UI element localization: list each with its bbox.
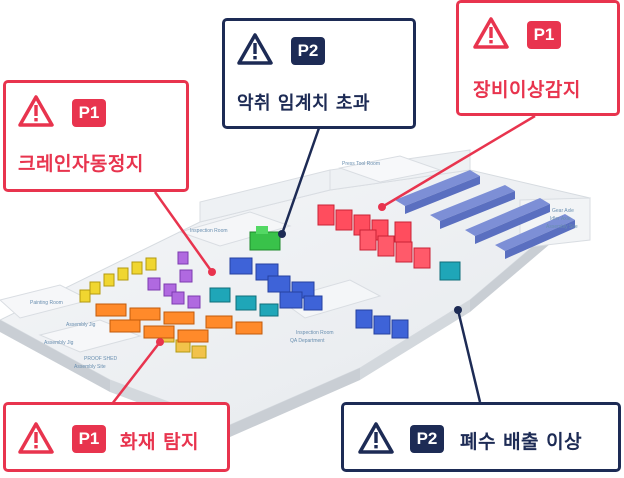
yellow-machines [79,257,207,359]
alert-label: 화재 탐지 [120,431,200,453]
red-machine-row [317,204,431,269]
priority-badge: P2 [291,37,325,65]
alert-card-equipment-anomaly[interactable]: P1 장비이상감지 [456,0,620,116]
zone-label-gear-axle: Gear Axle [552,208,574,214]
warning-triangle-icon [358,422,394,454]
zone-label-proof-shed: PROOF SHED [84,356,118,362]
alert-label: 폐수 배출 이상 [460,431,583,453]
zone-label-qa-department: QA Department [290,338,325,344]
zone-label-press-tool: Press Tool Room [342,161,380,167]
orange-machines [95,303,263,343]
alert-card-wastewater-anomaly[interactable]: P2 폐수 배출 이상 [341,402,621,472]
zone-label-inspection: Inspection Room [190,228,228,234]
alert-label: 악취 임계치 초과 [237,93,370,114]
zone-label-assembly-jig-2: Assembly Jig [44,340,74,346]
alert-card-fire-detection[interactable]: P1 화재 탐지 [3,402,230,472]
warning-triangle-icon [18,95,54,127]
walls [0,149,591,353]
zone-label-idler-axle: Idler Axle [550,216,571,222]
teal-machines [209,261,461,317]
alert-card-crane-stop[interactable]: P1 크레인자동정지 [3,80,189,192]
zone-label-inspection-qa: Inspection Room [296,330,334,336]
green-machine [249,226,281,251]
warning-triangle-icon [473,17,509,49]
zone-label-assembly-site: Assembly Site [74,364,106,370]
zone-label-painting: Painting Room [30,300,63,306]
priority-badge: P1 [72,425,106,453]
warning-triangle-icon [237,33,273,65]
alert-card-odor-threshold[interactable]: P2 악취 임계치 초과 [222,18,416,129]
purple-machines [147,251,201,309]
alert-label: 크레인자동정지 [18,153,144,175]
conveyor-lines [395,170,575,259]
zone-label-assembly-jig: Assembly Jig [66,322,96,328]
alert-label: 장비이상감지 [473,79,581,101]
blue-machine-cluster [229,257,409,339]
priority-badge: P1 [72,99,106,127]
warning-triangle-icon [18,422,54,454]
priority-badge: P1 [527,21,561,49]
leader-dots [156,203,462,346]
zone-label-assembly-site-2: Assembly Site [546,224,578,230]
leader-lines [111,114,536,405]
priority-badge: P2 [410,425,444,453]
